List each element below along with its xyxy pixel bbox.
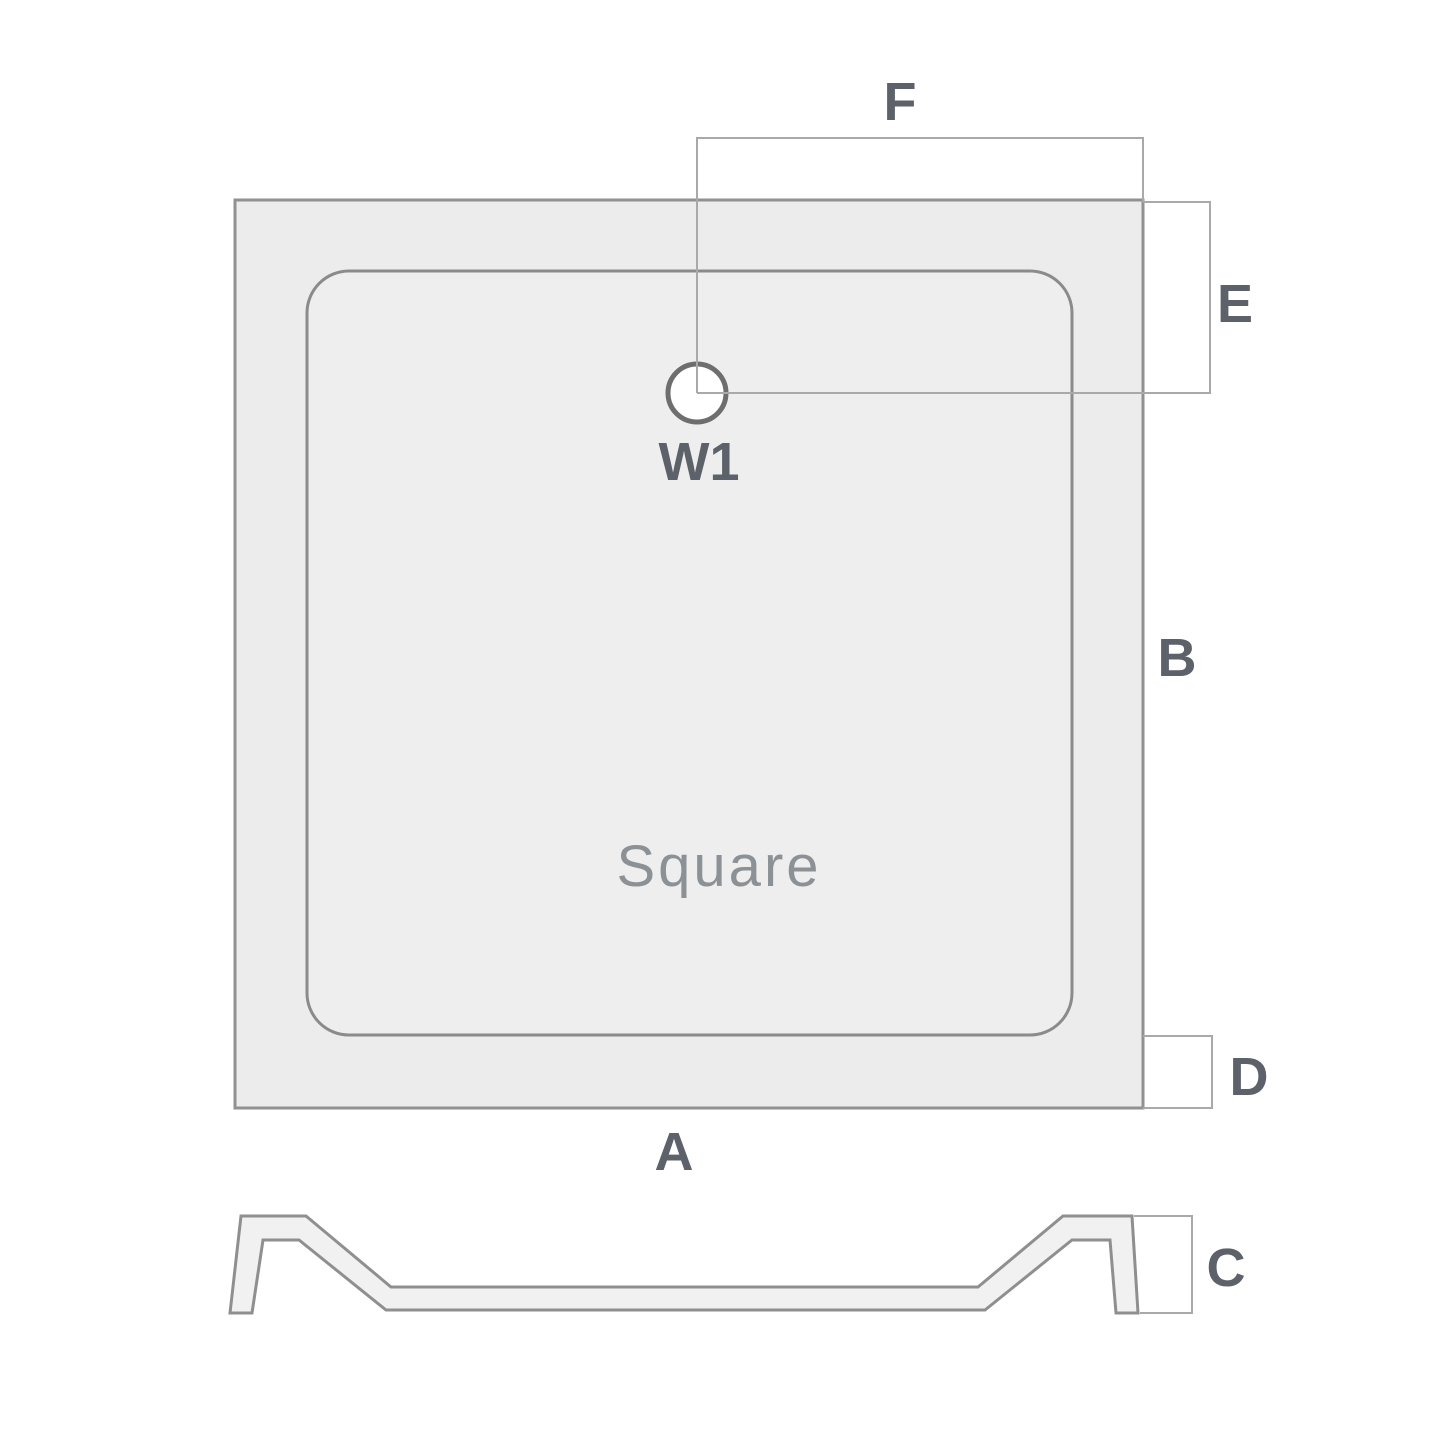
drain-label-w1: W1 [659,432,740,492]
dim-label-e: E [1217,274,1253,334]
dim-d-bracket [1143,1035,1213,1109]
dim-f-bracket [696,137,1144,393]
dim-c-bracket [1134,1215,1193,1314]
dim-label-b: B [1158,628,1197,688]
dim-label-f: F [884,72,917,132]
section-profile [228,1214,1140,1315]
dim-label-a: A [655,1122,694,1182]
dim-label-c: C [1207,1238,1246,1298]
dim-e-bracket [697,201,1211,394]
tray-inner-recess [305,269,1074,1037]
product-shape-label: Square [616,834,821,899]
dim-label-d: D [1230,1047,1269,1107]
